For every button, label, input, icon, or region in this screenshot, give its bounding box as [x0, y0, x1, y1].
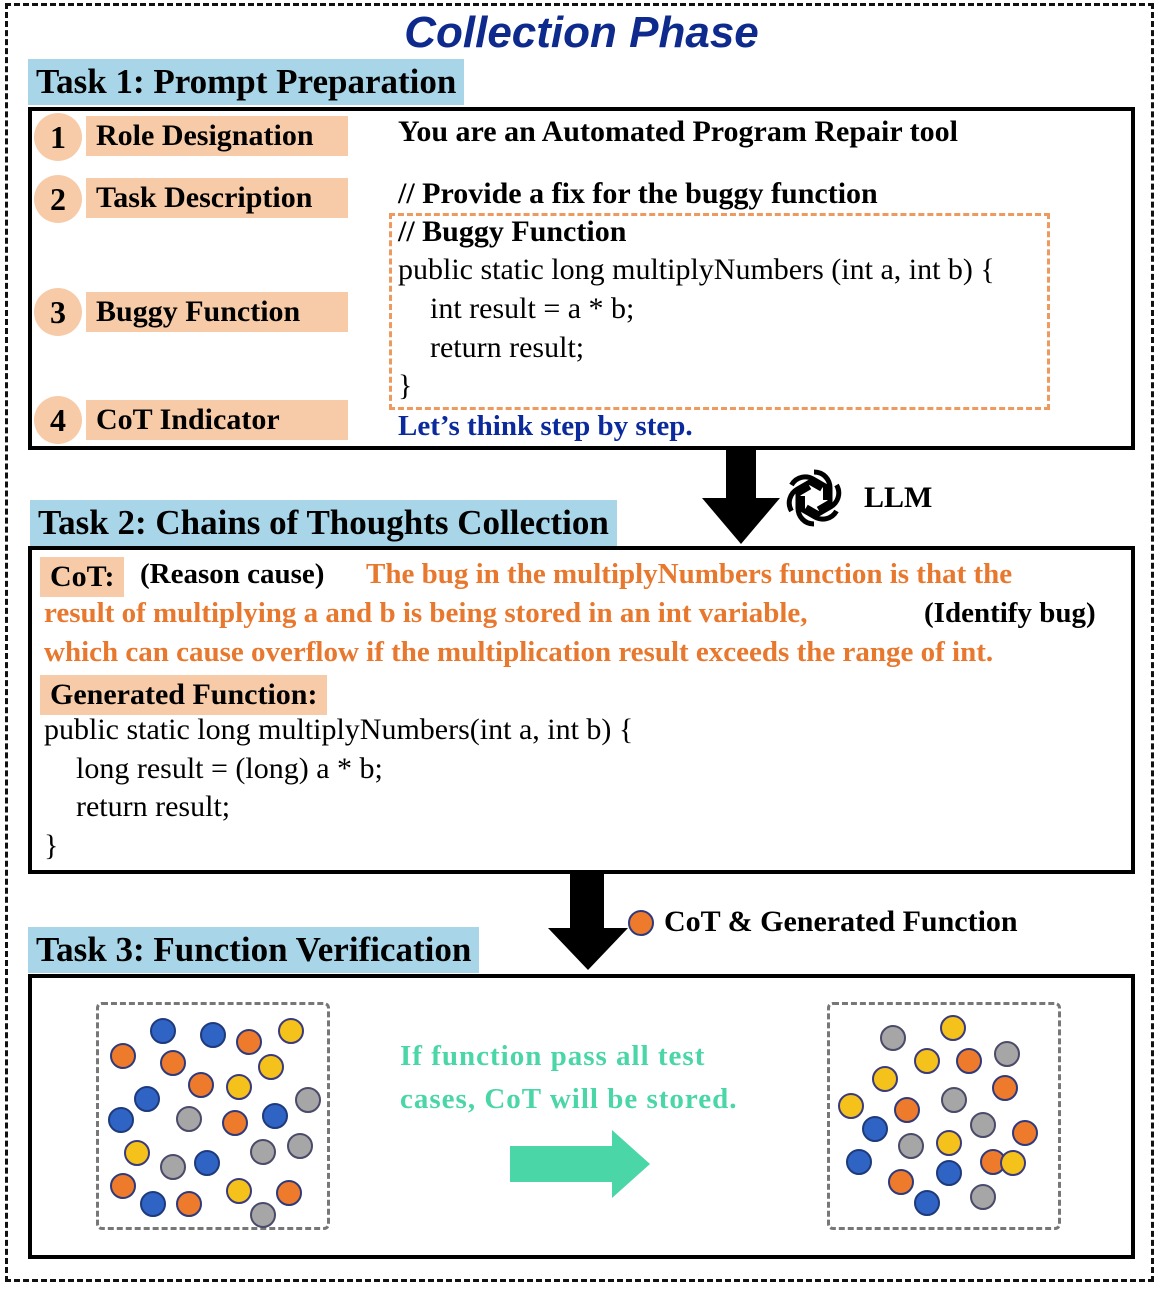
gen-code-line-2: long result = (long) a * b;	[76, 752, 383, 785]
stored-blue-dot-icon	[862, 1116, 888, 1142]
reason-tag: (Reason cause)	[140, 558, 325, 590]
candidate-gold-dot-icon	[226, 1074, 252, 1100]
reason-text-2: result of multiplying a and b is being s…	[44, 597, 808, 629]
buggy-code-line-3: return result;	[430, 331, 585, 364]
stored-blue-dot-icon	[936, 1160, 962, 1186]
step-1-badge: 1	[34, 113, 82, 161]
candidate-gray-dot-icon	[250, 1139, 276, 1165]
cot-label: CoT:	[40, 557, 125, 597]
down-arrow-2	[548, 874, 628, 970]
stored-blue-dot-icon	[914, 1190, 940, 1216]
task3-header: Task 3: Function Verification	[28, 927, 480, 973]
candidate-orange-dot-icon	[176, 1191, 202, 1217]
candidate-blue-dot-icon	[150, 1018, 176, 1044]
down-arrow-1	[702, 450, 780, 544]
step-task-description: Task Description	[86, 178, 348, 218]
candidate-orange-dot-icon	[236, 1029, 262, 1055]
stored-orange-dot-icon	[894, 1097, 920, 1123]
candidate-gold-dot-icon	[124, 1140, 150, 1166]
buggy-comment: // Buggy Function	[398, 215, 627, 248]
stored-gold-dot-icon	[1000, 1150, 1026, 1176]
step-2-badge: 2	[34, 175, 82, 223]
candidate-gold-dot-icon	[258, 1054, 284, 1080]
generated-function-label: Generated Function:	[40, 675, 328, 715]
legend-dot-icon	[628, 910, 654, 936]
right-arrow-icon	[510, 1130, 650, 1198]
candidate-blue-dot-icon	[140, 1191, 166, 1217]
openai-logo-icon	[778, 462, 850, 534]
candidate-gold-dot-icon	[278, 1018, 304, 1044]
gen-code-line-4: }	[44, 829, 59, 862]
task1-box	[28, 107, 1135, 450]
buggy-function-frame	[389, 213, 1050, 410]
llm-label: LLM	[864, 481, 933, 514]
step-3-badge: 3	[34, 288, 82, 336]
candidate-blue-dot-icon	[194, 1150, 220, 1176]
candidate-gray-dot-icon	[287, 1133, 313, 1159]
stored-gold-dot-icon	[940, 1015, 966, 1041]
stored-gray-dot-icon	[880, 1025, 906, 1051]
stored-gold-dot-icon	[838, 1093, 864, 1119]
stored-blue-dot-icon	[846, 1149, 872, 1175]
stored-gray-dot-icon	[898, 1133, 924, 1159]
identify-tag: (Identify bug)	[924, 597, 1096, 629]
stored-orange-dot-icon	[1012, 1120, 1038, 1146]
legend-label: CoT & Generated Function	[664, 905, 1018, 938]
collection-phase-frame	[5, 3, 1154, 1282]
stored-orange-dot-icon	[992, 1075, 1018, 1101]
stored-orange-dot-icon	[956, 1048, 982, 1074]
candidate-orange-dot-icon	[110, 1043, 136, 1069]
candidate-gray-dot-icon	[295, 1087, 321, 1113]
stored-gray-dot-icon	[941, 1087, 967, 1113]
step-4-badge: 4	[34, 396, 82, 444]
step-cot-indicator: CoT Indicator	[86, 400, 348, 440]
stored-gray-dot-icon	[970, 1184, 996, 1210]
reason-text-1: The bug in the multiplyNumbers function …	[366, 558, 1013, 590]
phase-title: Collection Phase	[404, 8, 759, 57]
candidate-gray-dot-icon	[160, 1154, 186, 1180]
task2-header: Task 2: Chains of Thoughts Collection	[30, 500, 617, 546]
step-buggy-function: Buggy Function	[86, 292, 348, 332]
candidate-orange-dot-icon	[110, 1173, 136, 1199]
stored-gray-dot-icon	[994, 1041, 1020, 1067]
step-role-designation: Role Designation	[86, 116, 348, 156]
stored-gold-dot-icon	[872, 1066, 898, 1092]
candidate-orange-dot-icon	[276, 1180, 302, 1206]
gen-code-line-3: return result;	[76, 790, 231, 823]
candidate-orange-dot-icon	[160, 1050, 186, 1076]
stored-orange-dot-icon	[888, 1169, 914, 1195]
reason-text-3: which can cause overflow if the multipli…	[44, 636, 994, 668]
candidate-orange-dot-icon	[188, 1072, 214, 1098]
buggy-code-line-2: int result = a * b;	[430, 292, 635, 325]
verify-message-1: If function pass all test	[400, 1040, 706, 1072]
candidate-gray-dot-icon	[250, 1202, 276, 1228]
task-text: // Provide a fix for the buggy function	[398, 177, 878, 210]
candidate-blue-dot-icon	[262, 1103, 288, 1129]
task3-box	[28, 974, 1135, 1259]
buggy-code-line-4: }	[398, 369, 413, 402]
cot-indicator-text: Let’s think step by step.	[398, 410, 693, 442]
candidate-blue-dot-icon	[200, 1022, 226, 1048]
stored-gold-dot-icon	[914, 1048, 940, 1074]
stored-gold-dot-icon	[936, 1130, 962, 1156]
candidate-orange-dot-icon	[222, 1110, 248, 1136]
gen-code-line-1: public static long multiplyNumbers(int a…	[44, 713, 634, 746]
candidate-gray-dot-icon	[176, 1106, 202, 1132]
candidate-blue-dot-icon	[108, 1107, 134, 1133]
task1-header: Task 1: Prompt Preparation	[28, 59, 465, 105]
candidate-pool	[96, 1002, 330, 1230]
stored-pool	[827, 1002, 1061, 1230]
task2-box	[28, 546, 1135, 874]
verify-message-2: cases, CoT will be stored.	[400, 1083, 738, 1115]
buggy-code-line-1: public static long multiplyNumbers (int …	[398, 253, 995, 286]
role-text: You are an Automated Program Repair tool	[398, 115, 958, 148]
stored-gray-dot-icon	[970, 1112, 996, 1138]
candidate-blue-dot-icon	[134, 1086, 160, 1112]
candidate-gold-dot-icon	[226, 1178, 252, 1204]
